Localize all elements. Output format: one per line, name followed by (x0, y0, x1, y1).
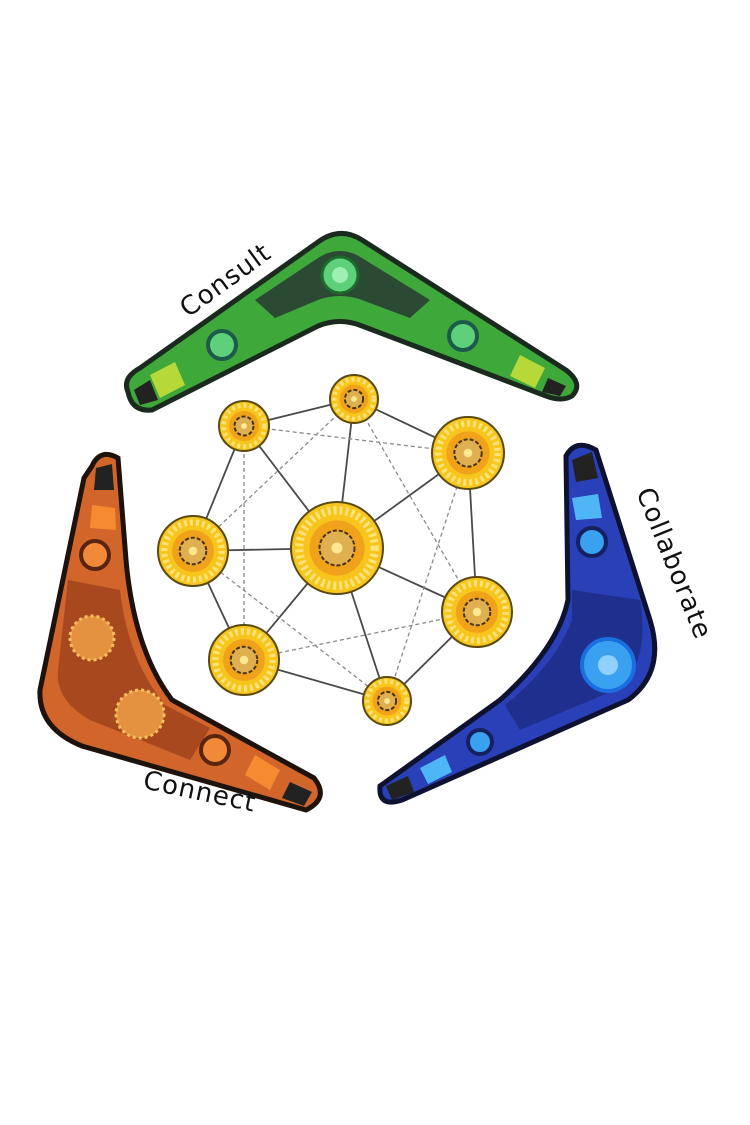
network-node (218, 400, 270, 452)
dashed-edge (386, 452, 469, 702)
network-node (362, 676, 412, 726)
dashed-edge (192, 398, 355, 552)
network-node (329, 374, 379, 424)
dashed-edge (353, 398, 478, 613)
network-node (431, 416, 505, 490)
dashed-edge (243, 611, 478, 661)
center-node (290, 501, 384, 595)
collaborate-boomerang: Collaborate (377, 442, 718, 805)
connect-boomerang: Connect (37, 451, 323, 819)
network-nodes (157, 374, 513, 726)
network-node (157, 515, 229, 587)
network-node (208, 624, 280, 696)
network-node (441, 576, 513, 648)
dashed-edge (192, 550, 388, 702)
dashed-edge (243, 425, 469, 454)
